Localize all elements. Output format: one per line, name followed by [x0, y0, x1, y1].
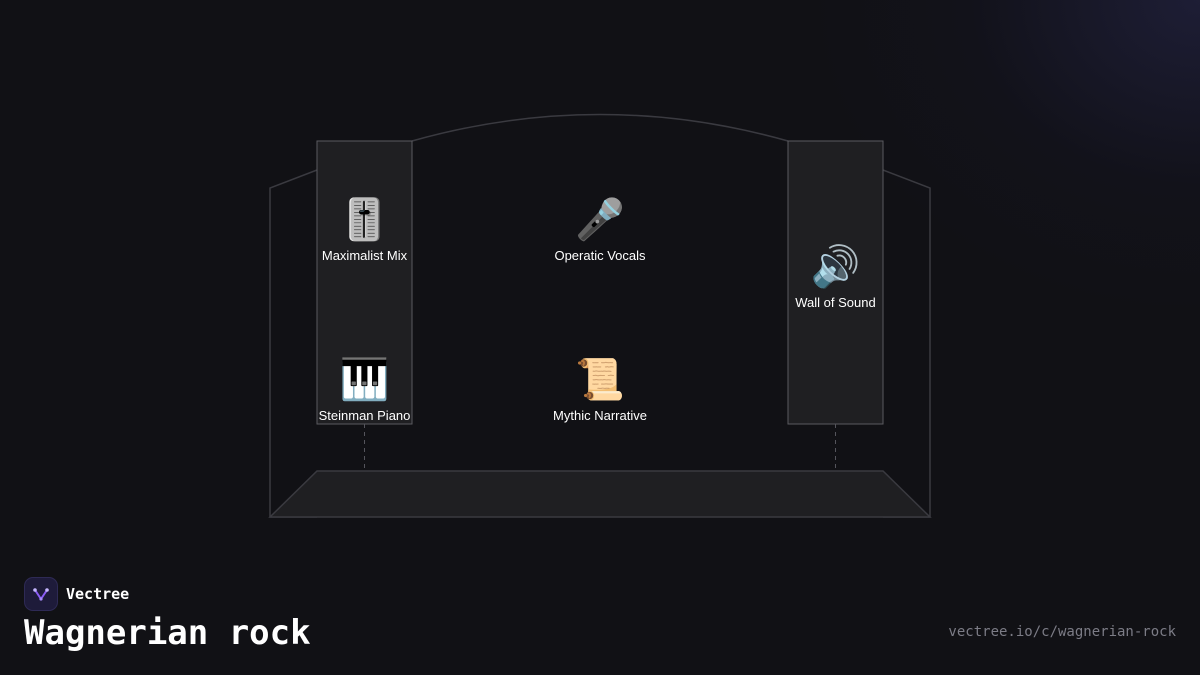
stage-item-steinman-piano: 🎹 Steinman Piano — [290, 356, 440, 423]
piano-keyboard-icon: 🎹 — [339, 357, 390, 403]
stage-floor — [268, 470, 932, 518]
microphone-icon: 🎤 — [575, 197, 625, 243]
scroll-icon: 📜 — [575, 357, 625, 403]
stage-arch — [411, 113, 789, 142]
left-wing-panel — [316, 140, 413, 425]
level-slider-icon: 🎚️ — [339, 197, 390, 243]
stage-right-wall — [882, 169, 931, 518]
stage-item-label: Maximalist Mix — [321, 248, 408, 263]
stage-item-wall-of-sound: 🔊 Wall of Sound — [761, 243, 911, 310]
stage-item-maximalist-mix: 🎚️ Maximalist Mix — [290, 196, 440, 263]
stage-item-mythic-narrative: 📜 Mythic Narrative — [525, 356, 675, 423]
stage-item-label: Operatic Vocals — [554, 248, 646, 263]
stage-item-operatic-vocals: 🎤 Operatic Vocals — [525, 196, 675, 263]
page-title: Wagnerian rock — [24, 613, 311, 653]
page-url[interactable]: vectree.io/c/wagnerian-rock — [948, 624, 1176, 640]
brand: Vectree — [24, 577, 129, 611]
stage-item-label: Mythic Narrative — [553, 408, 647, 423]
vectree-logo-icon — [24, 577, 58, 611]
stage-item-label: Wall of Sound — [795, 295, 876, 310]
speaker-icon: 🔊 — [810, 244, 861, 290]
brand-name: Vectree — [66, 585, 130, 603]
stage-item-label: Steinman Piano — [318, 408, 411, 423]
